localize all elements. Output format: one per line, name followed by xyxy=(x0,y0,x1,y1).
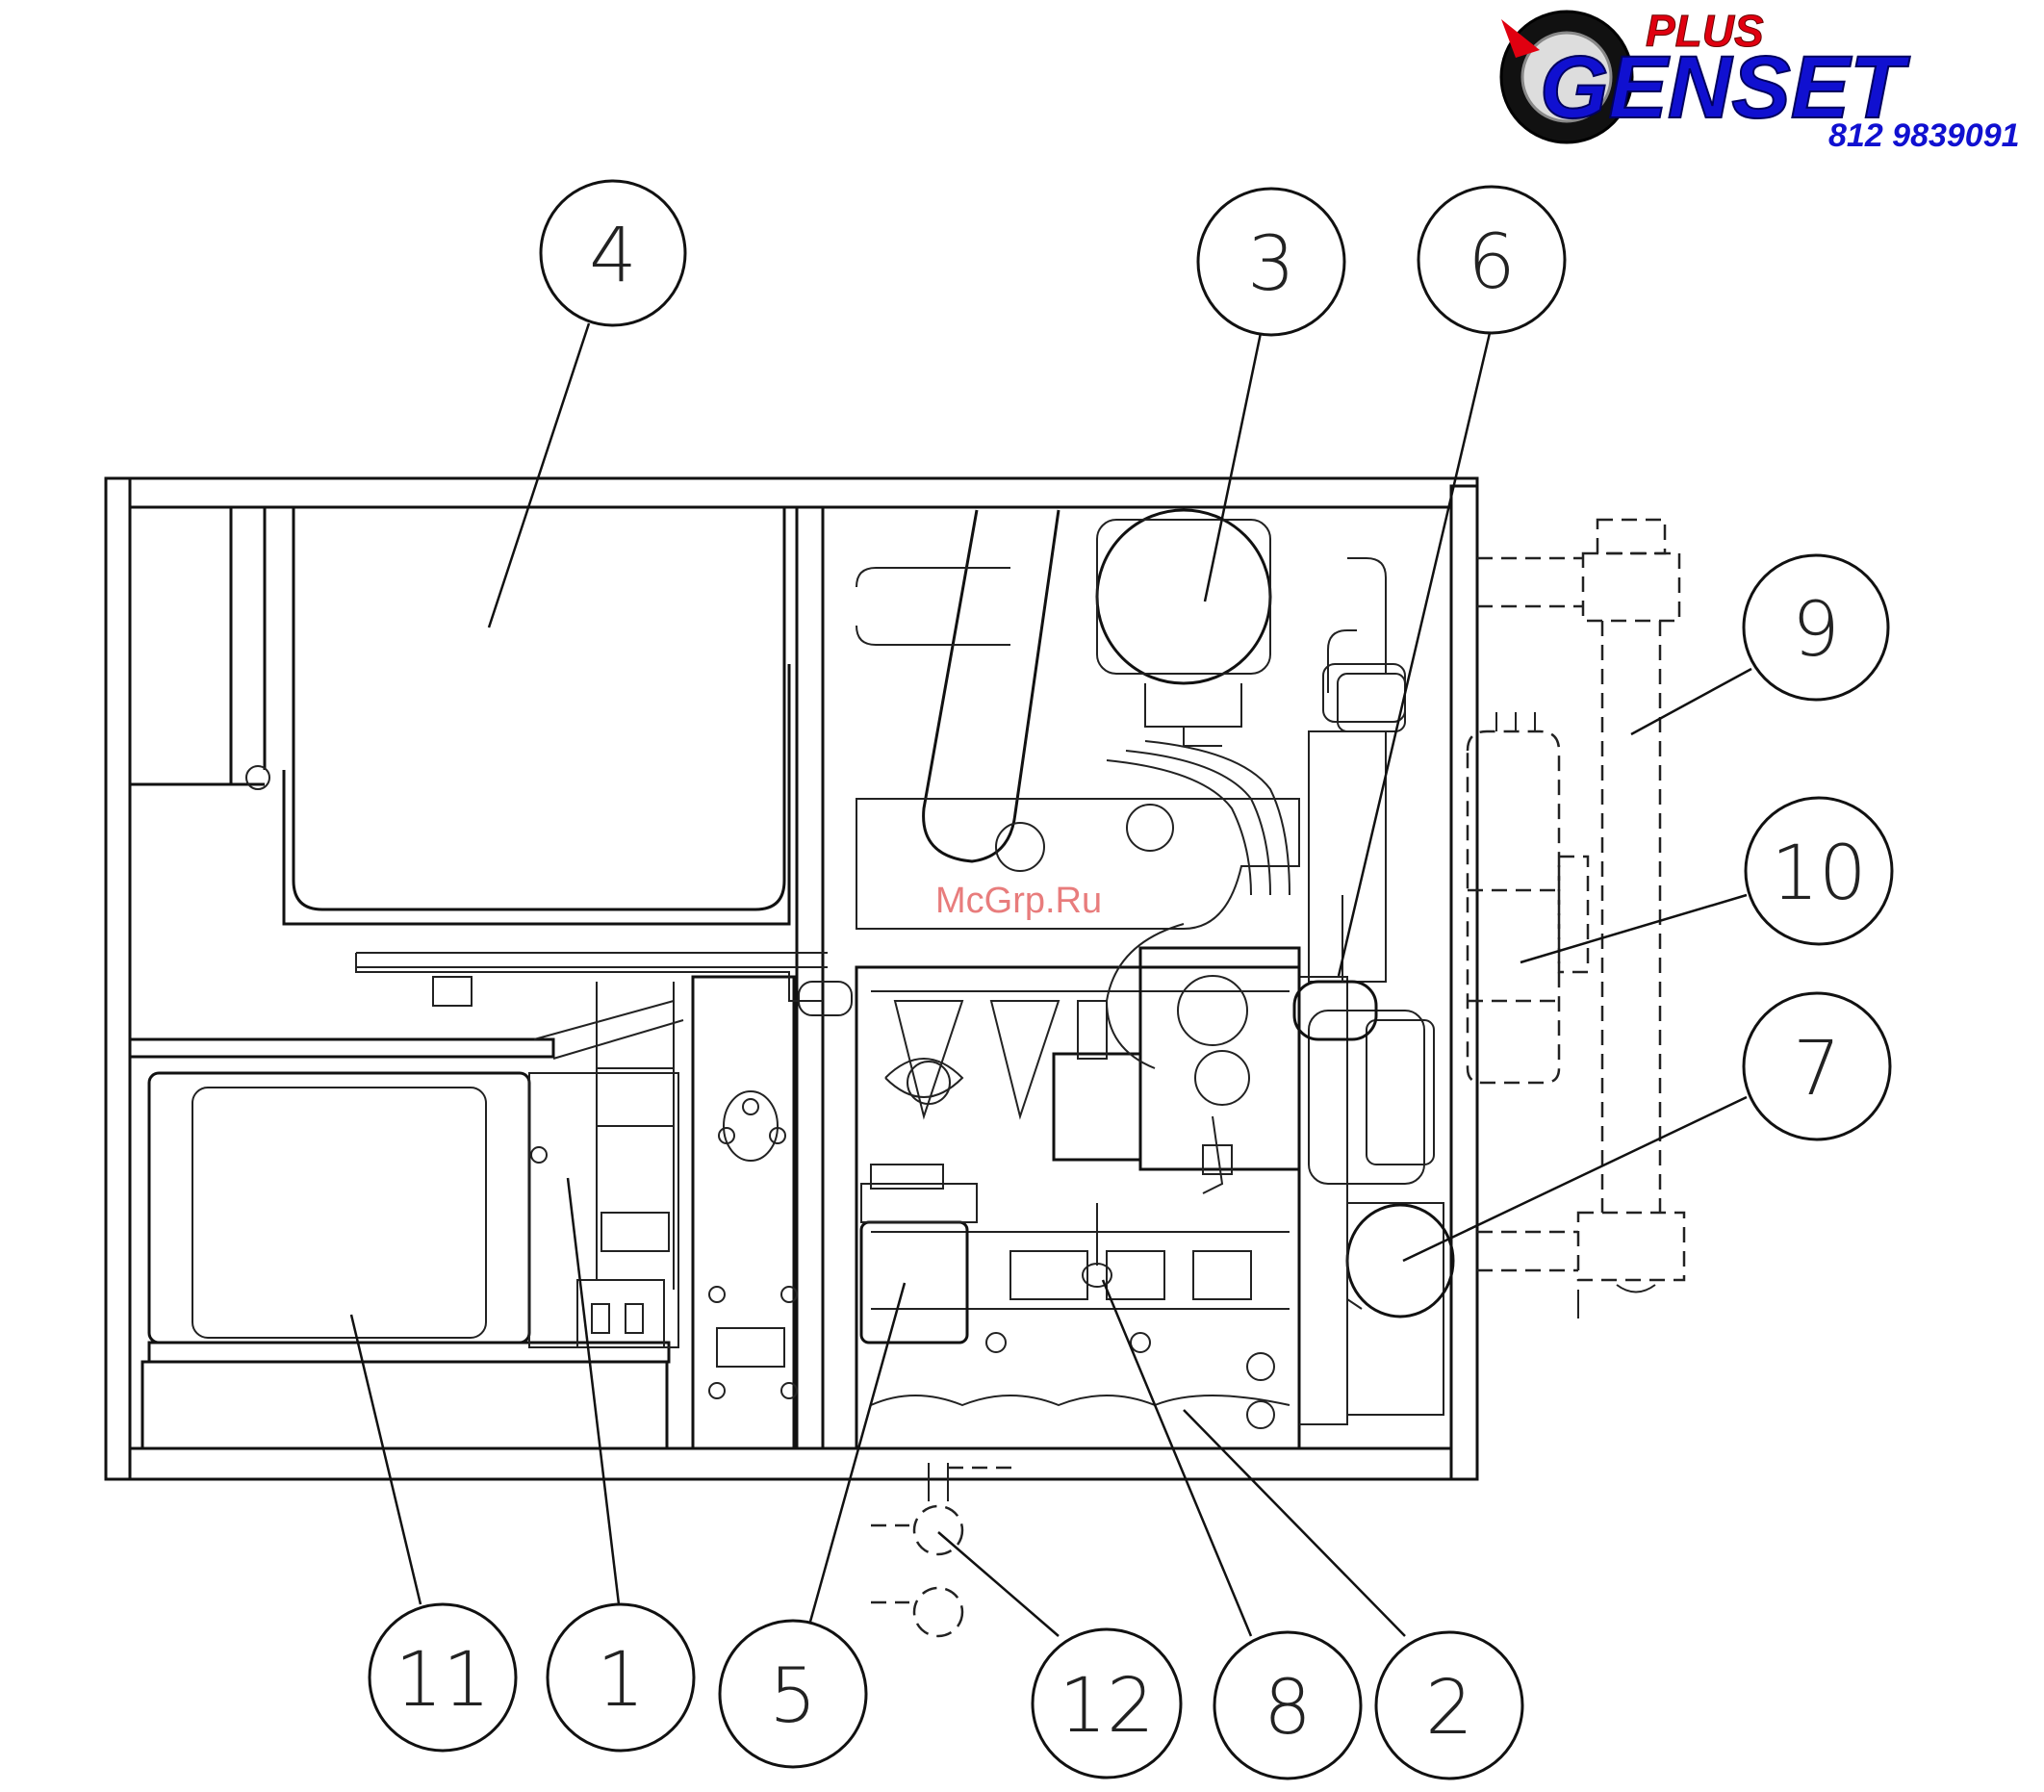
callout-12: 12 xyxy=(1033,1629,1181,1778)
callout-10-label: 10 xyxy=(1771,831,1866,917)
leader-12 xyxy=(938,1532,1059,1636)
leader-10 xyxy=(1520,895,1747,962)
callout-6-label: 6 xyxy=(1468,219,1516,306)
fuel-filter xyxy=(861,1165,977,1343)
chassis-rail xyxy=(356,953,852,1448)
fuel-tank xyxy=(130,507,828,1006)
callout-7: 7 xyxy=(1744,993,1890,1139)
leader-9 xyxy=(1631,669,1751,734)
injection-pump xyxy=(1054,924,1299,1193)
callout-4: 4 xyxy=(541,181,685,325)
callout-1-label: 1 xyxy=(597,1637,645,1724)
fuel-prefilter xyxy=(1294,664,1405,1039)
oil-filter xyxy=(1347,1205,1453,1317)
callout-5-label: 5 xyxy=(769,1653,817,1740)
radiator-outline xyxy=(1477,520,1684,1318)
callout-6: 6 xyxy=(1418,187,1565,333)
exhaust-manifold xyxy=(856,510,1299,929)
leader-8 xyxy=(1103,1280,1251,1636)
callout-8: 8 xyxy=(1214,1632,1361,1779)
expansion-tank xyxy=(1468,712,1588,1083)
callout-9-label: 9 xyxy=(1792,587,1840,674)
callout-2: 2 xyxy=(1376,1632,1522,1779)
callout-4-label: 4 xyxy=(589,213,637,299)
callout-11: 11 xyxy=(370,1604,516,1751)
leader-1 xyxy=(568,1178,619,1604)
drain-valve xyxy=(871,1463,1020,1636)
callout-10: 10 xyxy=(1746,798,1892,944)
watermark-text: McGrp.Ru xyxy=(935,881,1102,921)
callout-2-label: 2 xyxy=(1425,1665,1473,1752)
leader-4 xyxy=(489,323,589,627)
callout-5: 5 xyxy=(720,1621,866,1767)
leader-2 xyxy=(1184,1410,1405,1636)
callout-12-label: 12 xyxy=(1059,1663,1154,1750)
genset-logo: PLUS GENSET 812 9839091 xyxy=(1501,6,2020,154)
callout-1: 1 xyxy=(548,1604,694,1751)
main-frame xyxy=(106,478,1477,1479)
callout-9: 9 xyxy=(1744,555,1888,700)
callout-8-label: 8 xyxy=(1264,1665,1312,1752)
leader-7 xyxy=(1403,1097,1747,1261)
battery-charger xyxy=(529,982,678,1347)
logo-phone-text: 812 9839091 xyxy=(1828,117,2020,154)
air-filter xyxy=(1097,510,1405,746)
leader-11 xyxy=(351,1315,421,1604)
callout-3: 3 xyxy=(1198,189,1344,335)
callout-11-label: 11 xyxy=(395,1637,490,1724)
callout-3-label: 3 xyxy=(1247,221,1295,308)
leader-3 xyxy=(1205,333,1261,602)
leader-lines xyxy=(351,323,1751,1636)
callout-7-label: 7 xyxy=(1793,1026,1841,1113)
